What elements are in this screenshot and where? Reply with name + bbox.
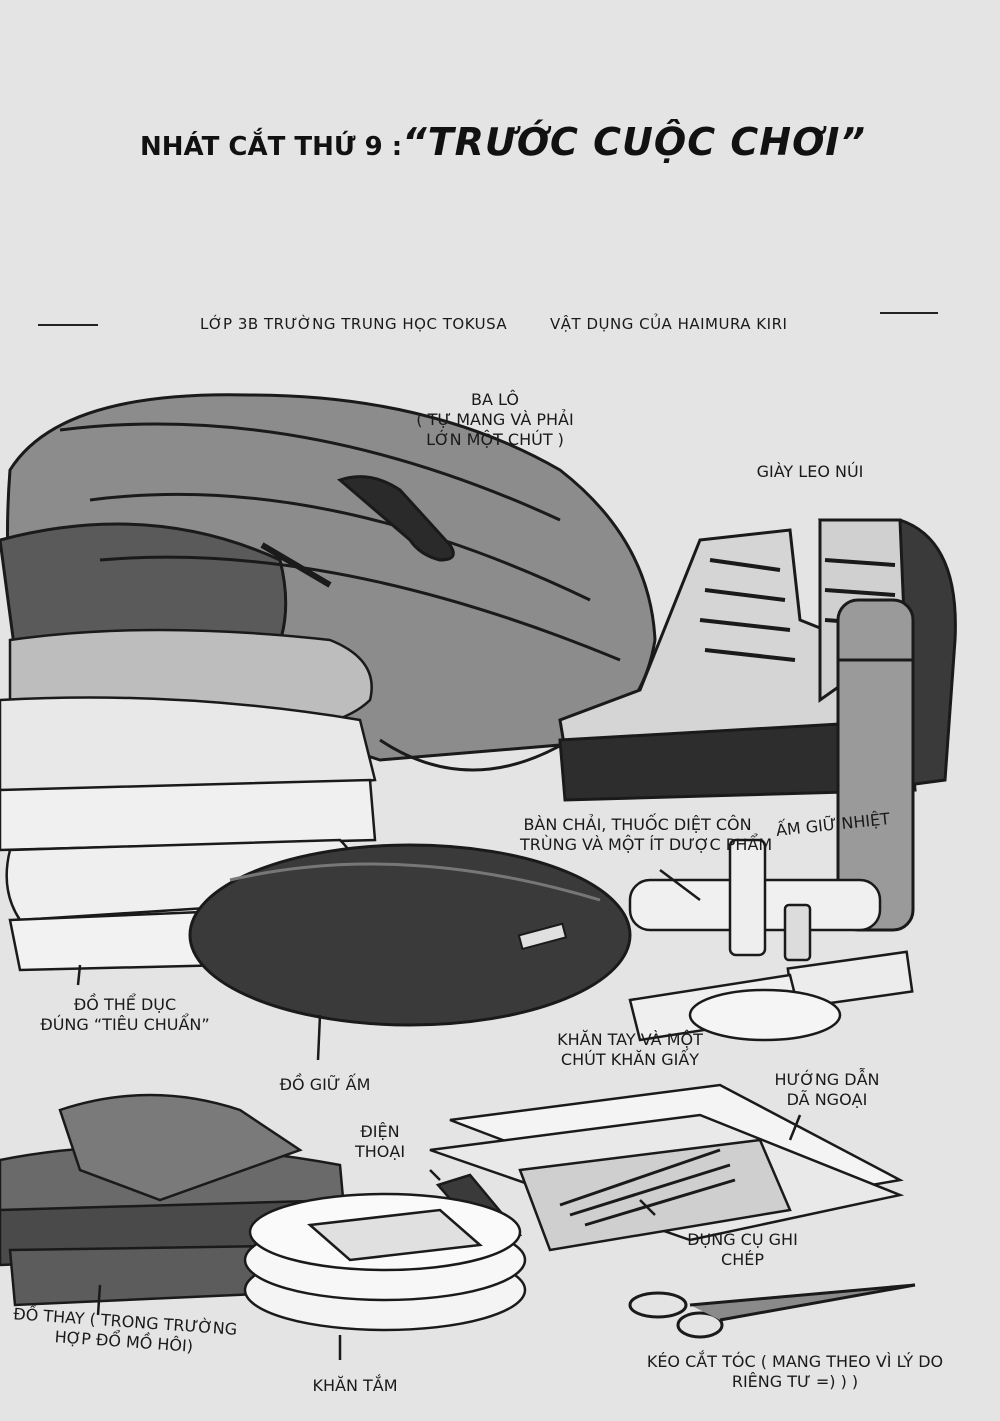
toiletries-illustration — [628, 838, 914, 1010]
label-guide: HƯỚNG DẪN DÃ NGOẠI — [774, 1070, 880, 1109]
label-scissors: KÉO CẮT TÓC ( MANG THEO VÌ LÝ DO RIÊNG T… — [646, 1352, 944, 1391]
towel-illustration — [243, 1192, 527, 1332]
label-towel: KHĂN TẮM — [312, 1376, 398, 1395]
header-class: LỚP 3B TRƯỜNG TRUNG HỌC TOKUSA — [200, 315, 508, 333]
warm-clothes-illustration — [188, 843, 632, 1027]
label-boots: GIÀY LEO NÚI — [756, 462, 864, 481]
label-handkerchief: KHĂN TAY VÀ MỘT CHÚT KHĂN GIẤY — [557, 1030, 703, 1069]
header-owner: VẬT DỤNG CỦA HAIMURA KIRI — [550, 315, 788, 333]
label-stationery: DỤNG CỤ GHI CHÉP — [687, 1230, 798, 1269]
header-rule-left — [38, 324, 98, 326]
label-phone: ĐIỆN THOẠI — [354, 1122, 406, 1161]
page-title: NHÁT CẮT THỨ 9 :“TRƯỚC CUỘC CHƠI” — [140, 120, 900, 169]
title-prefix: NHÁT CẮT THỨ 9 : — [140, 132, 403, 162]
label-gym-clothes: ĐỒ THỂ DỤC ĐÚNG “TIÊU CHUẨN” — [40, 995, 210, 1034]
label-backpack: BA LÔ ( TỰ MANG VÀ PHẢI LỚN MỘT CHÚT ) — [416, 390, 574, 449]
scissors-illustration — [628, 1283, 916, 1339]
label-toiletries: BÀN CHẢI, THUỐC DIỆT CÔN TRÙNG VÀ MỘT ÍT… — [520, 815, 773, 854]
title-main: “TRƯỚC CUỘC CHƠI” — [402, 120, 866, 164]
thermos-illustration — [836, 598, 915, 932]
header-rule-right — [880, 312, 938, 314]
leader-lines — [76, 869, 802, 1360]
handkerchief-illustration — [628, 973, 842, 1042]
guide-illustration — [429, 1083, 905, 1252]
label-warm-clothes: ĐỒ GIỮ ẤM — [279, 1075, 371, 1094]
